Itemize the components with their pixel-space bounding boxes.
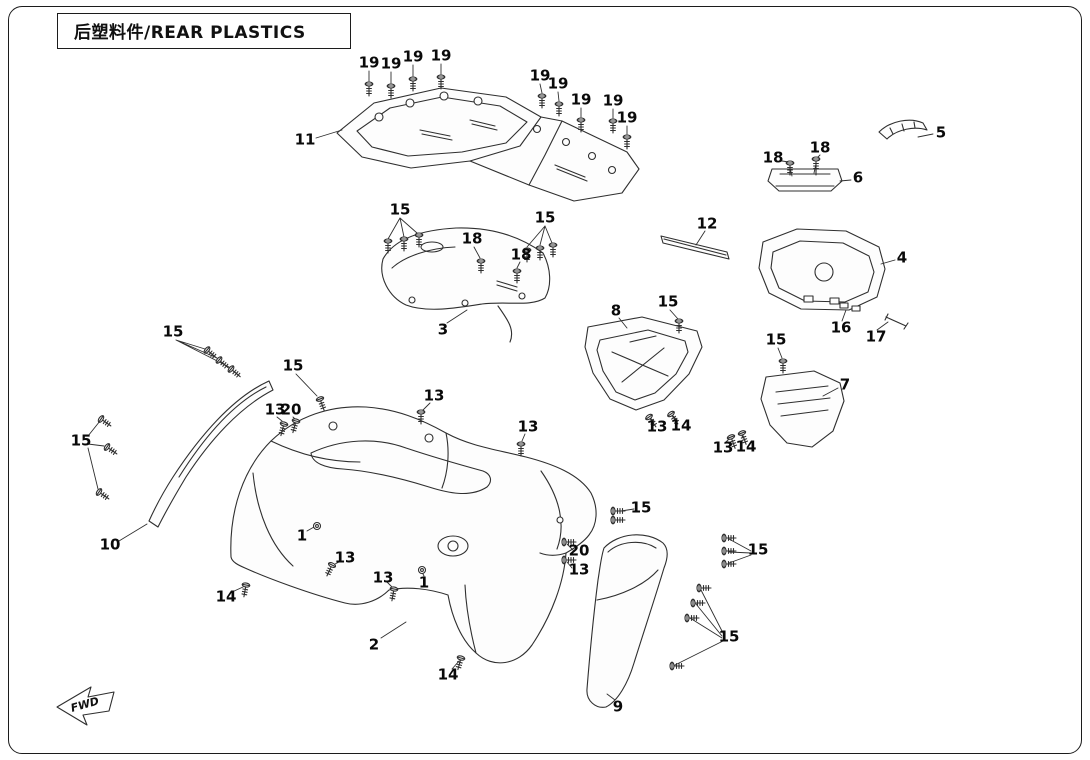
part-11-rear-rack — [336, 87, 640, 202]
part-1-2-rear-fender — [230, 406, 597, 664]
part-7-side-cover — [760, 370, 845, 448]
part-9-side-panel — [586, 534, 668, 708]
part-17-pin — [884, 313, 909, 330]
part-16-tabs — [839, 302, 861, 312]
part-12-rod — [660, 235, 730, 260]
part-3-center-cover — [381, 227, 551, 343]
part-6-bracket — [767, 168, 843, 192]
part-5-bracket — [878, 119, 928, 140]
page-title: 后塑料件/REAR PLASTICS — [57, 13, 351, 49]
part-8-bracket — [584, 316, 703, 411]
part-10-trim-strip — [148, 380, 274, 528]
fwd-arrow-icon: FWD — [56, 686, 115, 726]
part-4-tail-panel — [758, 228, 886, 311]
